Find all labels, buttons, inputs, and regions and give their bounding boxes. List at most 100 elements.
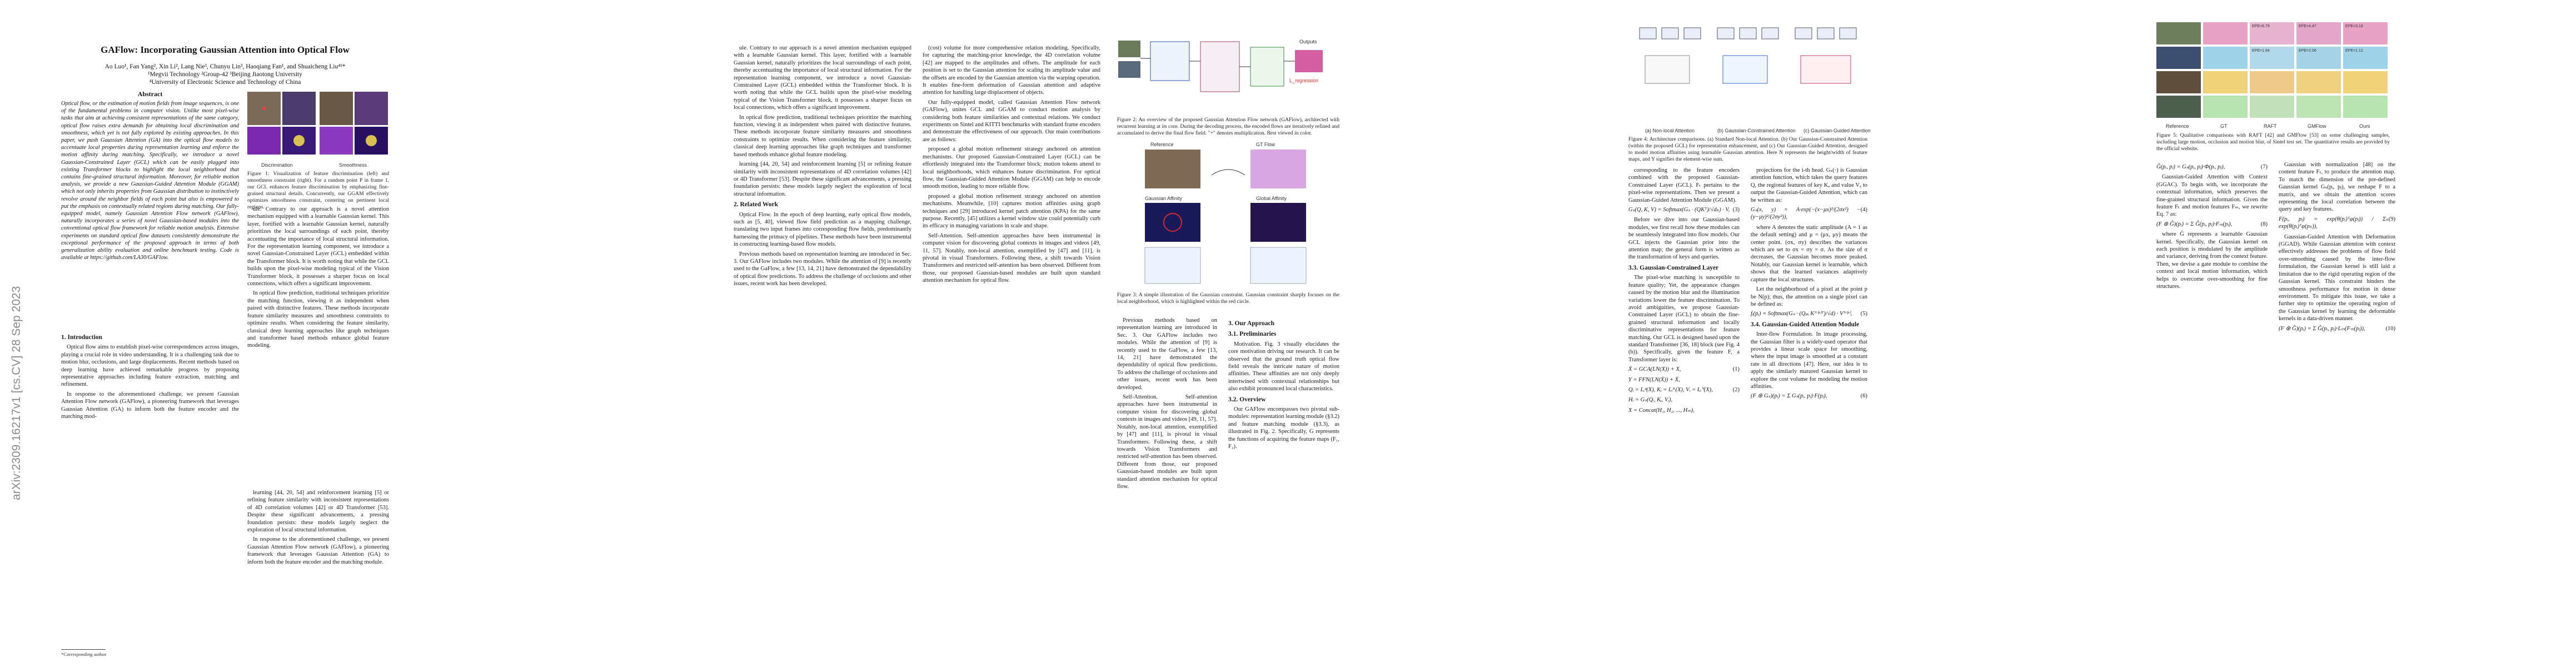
fig3-gaussian-label: Gaussian Affinity: [1145, 196, 1182, 201]
fig4-query: [1639, 27, 1657, 39]
preliminaries-heading: 3.1. Preliminaries: [1228, 331, 1277, 338]
fig5-col-label: Ours: [2359, 123, 2370, 129]
eq-expr: F(pᵢ, pⱼ) = exp(θ(pᵢ)ᵀφ(pⱼ)) / Σₖ exp(θ(…: [2279, 216, 2389, 230]
equation: fᵢ(pᵢ) = Softmax(Gₛ · (Qₚᵢ Kᴺ⁽ᵖ⁾ᵀ)/√d) ·…: [1751, 310, 1867, 317]
fig5-cell: [2156, 22, 2201, 44]
eq-num: (3): [1732, 207, 1740, 213]
eq-expr: Y = FFN(LN(Ẋ)) + Ẋ,: [1628, 376, 1680, 383]
paragraph: where A denotes the static amplitude (A …: [1751, 224, 1867, 283]
paragraph: Motivation. Fig. 3 visually elucidates t…: [1228, 341, 1339, 392]
eq-num: (9): [2388, 216, 2395, 222]
paragraph: Our fully-equipped model, called Gaussia…: [923, 99, 1100, 143]
paragraph: learning [44, 20, 54] and reinforcement …: [734, 161, 911, 197]
paragraph: Gaussian-Guided Attention with Deformati…: [2279, 233, 2395, 322]
page2-column-1: ule. Contrary to our approach is a novel…: [734, 44, 911, 290]
fig5-cell: [2343, 47, 2388, 69]
fig3-global-affinity: [1250, 203, 1306, 242]
fig5-cell: [2296, 47, 2341, 69]
equation: (F ⊛ Gₛ)(pᵢ) = Σ Gₛ(pᵢ, pⱼ)·F(pⱼ),(6): [1751, 392, 1867, 400]
fig5-cell: [2250, 22, 2294, 44]
page1-column-2b: learning [44, 20, 54] and reinforcement …: [247, 489, 389, 568]
equation: Y = FFN(LN(Ẋ)) + Ẋ,: [1628, 376, 1740, 384]
fig3-highlight-circle: [1163, 213, 1182, 232]
fig2-encoder: [1150, 41, 1190, 81]
fig4-sub-c: (c) Gaussian-Guided Attention: [1803, 128, 1871, 133]
fig3-reference-label: Reference: [1150, 142, 1174, 147]
paragraph: In optical flow prediction, traditional …: [734, 114, 911, 158]
related-work-heading: 2. Related Work: [734, 201, 778, 208]
fig3-gt-flow: [1250, 150, 1306, 188]
equation: Ĝ(pᵢ, pⱼ) = Gₛ(pᵢ, pⱼ)·Φ(pᵢ, pⱼ), (7): [2156, 163, 2268, 171]
fig4-key: [1817, 27, 1835, 39]
paragraph: ule. Contrary to our approach is a novel…: [734, 45, 911, 111]
fig1-frame-d: [355, 92, 388, 125]
fig5-cell: [2296, 22, 2341, 44]
fig1-left-label: Discrimination: [261, 162, 293, 168]
authors: Ao Luo¹, Fan Yang², Xin Li², Lang Nie³, …: [104, 63, 346, 70]
ggam-heading: 3.4. Gaussian-Guided Attention Module: [1751, 321, 1860, 328]
affiliation-2: ⁴University of Electronic Science and Te…: [149, 79, 301, 86]
eq-expr: (F ⊛ Gₛ)(pᵢ) = Σ Gₛ(pᵢ, pⱼ)·F(pⱼ),: [1751, 393, 1827, 400]
eq-num: (8): [2260, 221, 2268, 227]
eq-expr: (F ⊛ Ĝ)(pᵢ) = Σ Ĝ(pᵢ, pⱼ)·Lₘ(Fₘ(pⱼ)),: [2279, 325, 2365, 332]
fig5-epe: EPE=6.79: [2252, 24, 2270, 28]
fig4-value: [1761, 27, 1779, 39]
eq-expr: Hᵢ = Gₛ(Qᵢ, Kᵢ, Vᵢ),: [1628, 397, 1673, 404]
intro-paragraph: Optical flow aims to establish pixel-wis…: [61, 344, 239, 388]
eq-num: (7): [2260, 164, 2268, 170]
paragraph: Self-Attention. Self-attention approache…: [1117, 394, 1217, 490]
paragraph: Our GAFlow encompasses two pivotal sub-m…: [1228, 406, 1339, 450]
figure-2-diagram: [1118, 41, 1323, 92]
fig2-frame-2: [1118, 61, 1140, 78]
eq-expr: X = Concat(H₁, H₂, ..., Hₘ),: [1628, 407, 1695, 414]
paragraph: In response to the aforementioned challe…: [247, 536, 389, 565]
page4-column-1: corresponding to the feature encoders co…: [1628, 167, 1740, 417]
figure-3-diagram: [1144, 150, 1307, 284]
fig5-cell: [2250, 47, 2294, 69]
abstract-text: Optical flow, or the estimation of motio…: [61, 101, 239, 261]
figure-3-caption: Figure 3: A simple illustration of the G…: [1117, 292, 1339, 305]
fig5-cell: [2203, 22, 2248, 44]
eq-expr: Ĝ(pᵢ, pⱼ) = Gₛ(pᵢ, pⱼ)·Φ(pᵢ, pⱼ),: [2156, 164, 2225, 170]
page3-column-1: Previous methods based on representation…: [1117, 317, 1217, 492]
fig5-cell: [2250, 96, 2294, 118]
fig3-reference: [1145, 150, 1200, 188]
fig5-row-3: [2156, 71, 2388, 93]
equation: Gₛ(x, y) = A·exp(−(x−μx)²/(2σx²) − (y−μy…: [1751, 206, 1867, 221]
paragraph: (cost) volume for more comprehensive rel…: [923, 45, 1100, 96]
fig4-guided-map: [1800, 55, 1851, 84]
eq-num: (1): [1732, 366, 1740, 373]
paragraph: where Ĝ represents a learnable Gaussian …: [2156, 231, 2268, 290]
page5-column-1: Ĝ(pᵢ, pⱼ) = Gₛ(pᵢ, pⱼ)·Φ(pᵢ, pⱼ),(7) Gau…: [2156, 161, 2268, 293]
paragraph: ule. Contrary to our approach is a novel…: [247, 206, 389, 287]
eq-num: (2): [1732, 386, 1740, 393]
equation: Hᵢ = Gₛ(Qᵢ, Kᵢ, Vᵢ),: [1628, 396, 1740, 404]
figure-2-caption: Figure 2: An overview of the proposed Ga…: [1117, 117, 1339, 136]
fig3-gtflow-label: GT Flow: [1256, 142, 1275, 147]
page5-column-2: Gaussian with normalization [48] on the …: [2279, 161, 2395, 335]
fig5-cell: [2296, 71, 2341, 93]
equation: X = Concat(H₁, H₂, ..., Hₘ),: [1628, 407, 1740, 414]
fig4-value: [1839, 27, 1857, 39]
paper-title: GAFlow: Incorporating Gaussian Attention…: [101, 44, 350, 55]
fig1-frame-c: [320, 92, 353, 125]
fig5-col-label: Reference: [2166, 123, 2189, 129]
fig5-cell: [2203, 96, 2248, 118]
page1-column-2: ule. Contrary to our approach is a novel…: [247, 206, 389, 352]
paragraph: learning [44, 20, 54] and reinforcement …: [247, 490, 389, 534]
paragraph: Optical Flow. In the epoch of deep learn…: [734, 211, 911, 248]
fig5-cell: [2156, 96, 2201, 118]
eq-expr: (F ⊛ Ĝ)(pᵢ) = Σ Ĝ(pᵢ, pⱼ)·Fₘ(pⱼ),: [2156, 221, 2233, 227]
fig2-decoder: [1250, 47, 1284, 87]
intro-column: 1. Introduction Optical flow aims to est…: [61, 331, 239, 422]
fig5-epe: EPE=1.12: [2345, 49, 2363, 53]
fig4-value: [1683, 27, 1701, 39]
paragraph: Previous methods based on representation…: [1117, 317, 1217, 391]
paragraph: corresponding to the feature encoders co…: [1628, 167, 1740, 203]
figure-4-diagram: [1639, 27, 1857, 84]
fig1-attn-c: [320, 127, 353, 155]
paragraph: The pixel-wise matching is susceptible t…: [1628, 275, 1740, 363]
fig5-col-label: GMFlow: [2308, 123, 2326, 129]
paragraph: projections for the i-th head. Gₛ(·) is …: [1751, 167, 1867, 203]
fig5-epe: EPE=1.94: [2252, 49, 2270, 53]
